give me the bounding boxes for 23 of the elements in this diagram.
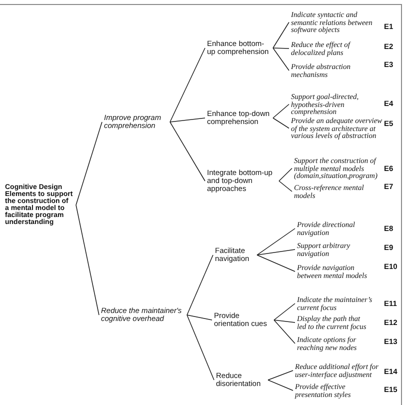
branch-line [170, 48, 206, 122]
branch-line [186, 254, 214, 316]
branch-line [272, 22, 290, 48]
branch-line [268, 380, 294, 391]
branch-line [278, 168, 292, 182]
branch-line [278, 180, 292, 192]
branch-line [272, 118, 290, 129]
branch-line [274, 303, 296, 320]
branch-line [274, 320, 296, 344]
branch-line [76, 122, 102, 206]
branch-line [272, 48, 290, 71]
branch-line [268, 370, 294, 380]
branch-line [170, 122, 206, 182]
branch-line [256, 228, 296, 256]
branch-line [170, 118, 206, 122]
branch-line [272, 48, 290, 49]
branch-line [272, 104, 290, 118]
branch-line [186, 314, 214, 380]
branch-line [76, 204, 100, 316]
branch-line [186, 314, 212, 320]
branch-line [274, 320, 296, 323]
branch-line [256, 254, 296, 272]
branch-line [256, 249, 296, 256]
